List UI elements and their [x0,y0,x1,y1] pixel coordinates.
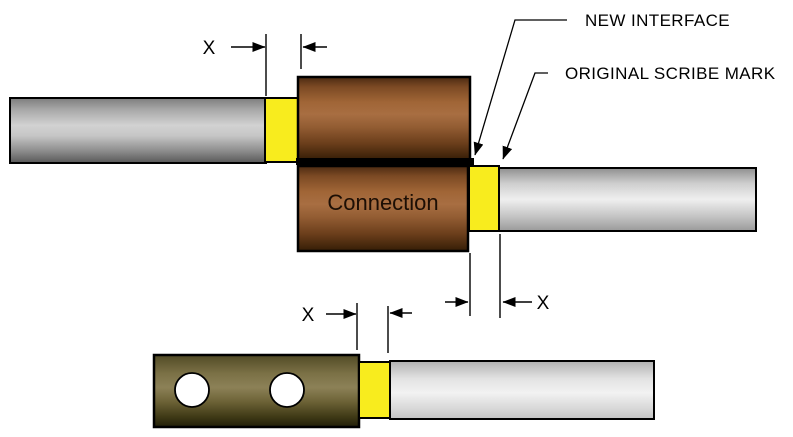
new-interface-line [296,158,474,165]
dimension-top-left-label: X [203,38,216,59]
right-scribe-mark-band [468,165,500,232]
connector-top-half [296,75,472,162]
new-interface-label: NEW INTERFACE [585,11,730,30]
connector-label: Connection [327,190,438,215]
left-scribe-mark-band [264,97,300,163]
bottom-conductor-rod [389,360,655,420]
original-scribe-mark-leader-line [502,72,548,160]
dimension-right-label: X [537,293,550,314]
new-interface-leader-line [473,19,567,156]
original-scribe-mark-label: ORIGINAL SCRIBE MARK [565,64,776,83]
dimension-top-left: X [203,34,327,96]
lug-bolt-hole-left [174,372,210,408]
bottom-scribe-mark-band [358,361,391,419]
dimension-bottom-label: X [302,305,315,326]
right-conductor-rod [498,167,757,232]
left-conductor-rod [9,97,267,164]
lug-bolt-hole-right [269,372,305,408]
connector-bottom-half [296,164,470,253]
dimension-bottom: X [302,303,412,353]
dimension-right: X [445,234,550,318]
